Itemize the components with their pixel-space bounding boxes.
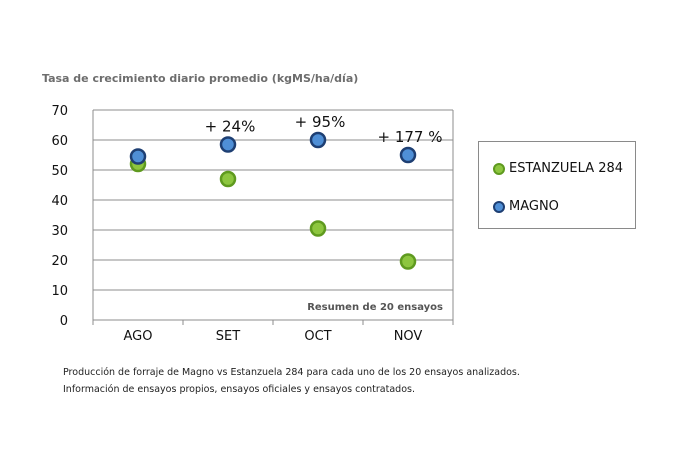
- y-tick-label: 50: [51, 164, 68, 179]
- x-tick-label: NOV: [394, 329, 423, 344]
- caption-line-2: Información de ensayos propios, ensayos …: [63, 384, 415, 395]
- legend-label-estanzuela: ESTANZUELA 284: [509, 161, 624, 176]
- y-tick-label: 20: [51, 254, 68, 269]
- x-tick-label: SET: [216, 329, 240, 344]
- y-tick-label: 0: [60, 314, 68, 329]
- percent-annotation: + 95%: [295, 113, 346, 131]
- data-point-magno: [399, 146, 417, 164]
- legend-label-magno: MAGNO: [509, 199, 559, 214]
- legend-item-estanzuela: ESTANZUELA 284: [493, 161, 623, 176]
- data-point-magno: [219, 136, 237, 153]
- percent-annotation: + 24%: [205, 118, 256, 136]
- data-point-magno: [309, 131, 327, 149]
- data-point-estanzuela: [219, 170, 237, 188]
- chart-note: Resumen de 20 ensayos: [307, 302, 443, 313]
- percent-annotation: + 177 %: [378, 128, 443, 146]
- legend-marker-estanzuela: [493, 162, 505, 175]
- chart-legend: ESTANZUELA 284 MAGNO: [478, 141, 636, 229]
- data-point-magno: [129, 148, 147, 165]
- y-tick-label: 40: [51, 194, 68, 209]
- legend-marker-magno: [493, 200, 505, 213]
- data-point-estanzuela: [399, 253, 417, 270]
- y-tick-label: 70: [51, 104, 68, 119]
- x-tick-label: AGO: [124, 329, 153, 344]
- chart-title: Tasa de crecimiento diario promedio (kgM…: [42, 72, 359, 85]
- legend-item-magno: MAGNO: [493, 199, 559, 214]
- data-point-estanzuela: [309, 220, 327, 237]
- figure-caption: Producción de forraje de Magno vs Estanz…: [63, 364, 520, 398]
- caption-line-1: Producción de forraje de Magno vs Estanz…: [63, 367, 520, 378]
- x-tick-label: OCT: [304, 329, 331, 344]
- y-tick-label: 30: [51, 224, 68, 239]
- y-tick-label: 10: [51, 284, 68, 299]
- y-tick-label: 60: [51, 134, 68, 149]
